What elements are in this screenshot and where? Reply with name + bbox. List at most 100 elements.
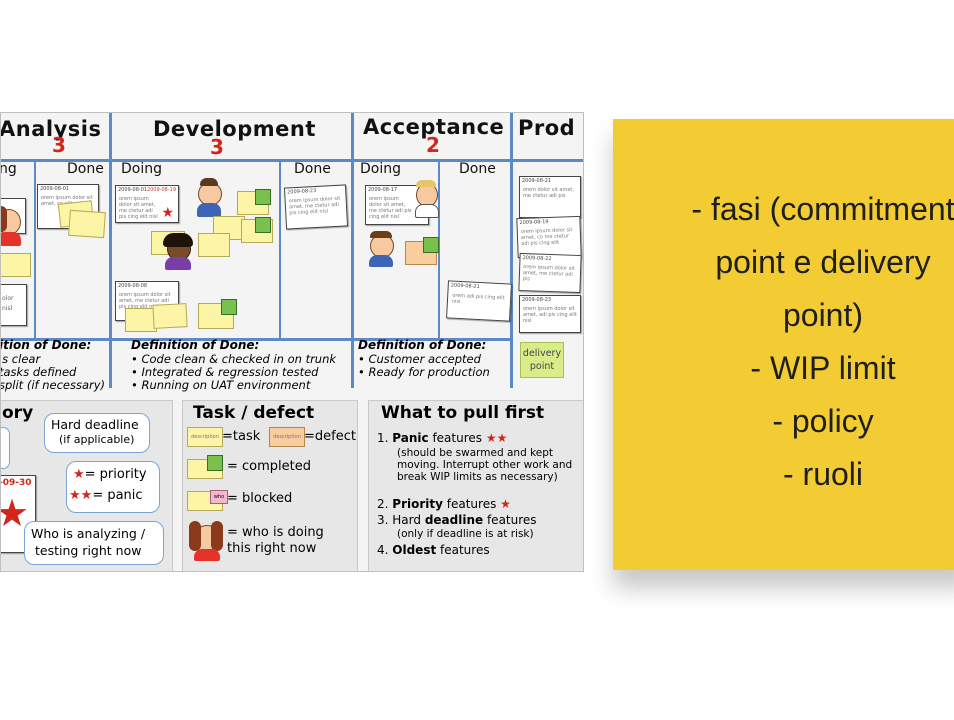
note-line-phases: - fasi (commitment	[691, 191, 954, 227]
blocked-label: = blocked	[227, 491, 293, 506]
phase-analysis: Analysis	[0, 117, 102, 141]
header-divider	[1, 159, 583, 162]
callout-bubble	[1, 427, 10, 469]
story-card: olor nisl	[1, 284, 27, 326]
completed-icon	[207, 455, 223, 471]
story-card: 2009-08-23 orem ipsum dolor sit amet, ad…	[519, 295, 581, 333]
dod-dev-title: Definition of Done:	[131, 338, 260, 352]
pull-item-3-note: (only if deadline is at risk)	[397, 528, 534, 540]
wip-limit-development: 3	[210, 135, 224, 159]
completed-icon	[423, 237, 439, 253]
dod-analysis-item: tasks defined	[0, 365, 77, 379]
task-panel-title: Task / defect	[193, 403, 315, 423]
defect-label: =defect	[304, 429, 356, 444]
task-sticky: description	[187, 427, 223, 447]
story-card: 2009-08-22 orem ipsum dolor sit amet, me…	[518, 252, 582, 294]
hair-icon	[1, 206, 7, 232]
dod-analysis-title: ition of Done:	[0, 338, 92, 352]
note-line-policy: - policy	[772, 403, 874, 439]
dod-analysis-item: split (if necessary)	[0, 378, 106, 392]
shirt-icon	[369, 255, 393, 267]
hair-icon	[416, 180, 436, 187]
subcol-analysis-done: Done	[67, 161, 104, 177]
priority-star-icon: ★	[500, 497, 511, 511]
completed-label: = completed	[227, 459, 311, 474]
note-line-point: point)	[782, 297, 864, 333]
sticky-note: - fasi (commitment point e delivery poin…	[613, 119, 954, 570]
task-sticky: who	[187, 490, 228, 511]
dod-divider	[1, 338, 510, 341]
story-card: 2009-08-17 orem ipsum dolor sit amet, me…	[365, 185, 429, 225]
column-divider	[109, 113, 112, 388]
dod-dev-item: • Code clean & checked in on trunk	[131, 352, 337, 366]
task-legend-panel: Task / defect description =task descript…	[182, 400, 358, 571]
priority-legend: ★= priority ★★= panic	[66, 461, 160, 513]
deadline-callout: Hard deadline (if applicable)	[44, 413, 150, 453]
story-panel-title: ory	[2, 403, 34, 423]
pull-item-3: 3. Hard deadline features	[377, 513, 537, 527]
task-sticky	[198, 233, 230, 257]
subcolumn-divider	[279, 161, 281, 339]
story-card: 2009-08-21 orem dolor sit amet, me ctetu…	[519, 176, 581, 218]
note-line-roles: - ruoli	[782, 456, 863, 492]
kanban-board-image: Analysis 3 Development 3 Acceptance 2 Pr…	[0, 112, 584, 572]
task-sticky	[68, 209, 106, 239]
hair-icon	[189, 521, 201, 551]
dod-dev-item: • Running on UAT environment	[131, 378, 311, 392]
pull-first-panel: What to pull first 1. Panic features ★★ …	[368, 400, 583, 571]
person-avatar-icon	[198, 182, 222, 206]
subcolumn-divider	[34, 161, 36, 339]
shirt-icon	[194, 549, 220, 561]
blocked-icon: who	[210, 490, 228, 504]
who-label: = who is doing	[227, 525, 324, 540]
story-card: 2009-08-23 orem ipsum dolor sit amet, me…	[283, 184, 349, 230]
subcol-acc-doing: Doing	[360, 161, 401, 177]
dod-dev-item: • Integrated & regression tested	[131, 365, 319, 379]
task-sticky	[152, 303, 188, 329]
task-sticky	[1, 253, 31, 277]
hair-icon	[370, 231, 392, 238]
panic-star-icon: ★★	[69, 488, 93, 503]
pull-item-2: 2. Priority features ★	[377, 497, 511, 511]
pull-item-1-note: (should be swarmed and kept moving. Inte…	[397, 447, 573, 483]
note-line-delivery: point e delivery	[715, 244, 931, 280]
subcol-analysis-doing: ng	[0, 161, 17, 177]
pull-panel-title: What to pull first	[381, 403, 545, 423]
completed-icon	[221, 299, 237, 315]
completed-icon	[255, 217, 271, 233]
story-card: 2009-08-19 orem ipsum dolor sit amet, co…	[516, 215, 582, 259]
priority-star-icon: ★	[73, 467, 85, 482]
wip-limit-acceptance: 2	[426, 133, 440, 157]
phase-prod: Prod	[518, 116, 576, 140]
hair-icon	[200, 178, 218, 186]
story-card: 2009-08-21 orem adi pis cing elit nisl	[446, 280, 512, 322]
wip-limit-analysis: 3	[52, 133, 66, 157]
hair-icon	[163, 233, 193, 247]
delivery-point-sticky: delivery point	[520, 342, 564, 378]
story-card: 2009-08-01 2009-08-19 orem ipsum dolor s…	[115, 185, 179, 223]
hair-icon	[211, 521, 223, 551]
shirt-icon	[1, 232, 21, 246]
subcol-dev-done: Done	[294, 161, 331, 177]
pull-item-1: 1. Panic features ★★	[377, 431, 508, 445]
defect-sticky: description	[269, 427, 305, 447]
note-text: - fasi (commitment point e delivery poin…	[613, 183, 954, 501]
dod-acc-item: • Customer accepted	[358, 352, 481, 366]
dod-acc-title: Definition of Done:	[358, 338, 487, 352]
task-label: =task	[222, 429, 261, 444]
story-legend-panel: ory Hard deadline (if applicable) ★= pri…	[1, 400, 173, 571]
phase-acceptance: Acceptance	[363, 115, 505, 139]
task-sticky	[125, 308, 157, 332]
priority-star-icon: ★	[161, 205, 174, 221]
column-divider	[351, 113, 354, 388]
column-divider	[510, 113, 513, 388]
dod-acc-item: • Ready for production	[358, 365, 490, 379]
phase-development: Development	[153, 117, 316, 141]
note-line-wip: - WIP limit	[750, 350, 896, 386]
who-callout: Who is analyzing / testing right now	[24, 521, 164, 565]
subcolumn-divider	[438, 161, 440, 339]
completed-icon	[255, 189, 271, 205]
subcol-dev-doing: Doing	[121, 161, 162, 177]
shirt-icon	[165, 257, 191, 270]
dod-analysis-item: 's clear	[0, 352, 41, 366]
